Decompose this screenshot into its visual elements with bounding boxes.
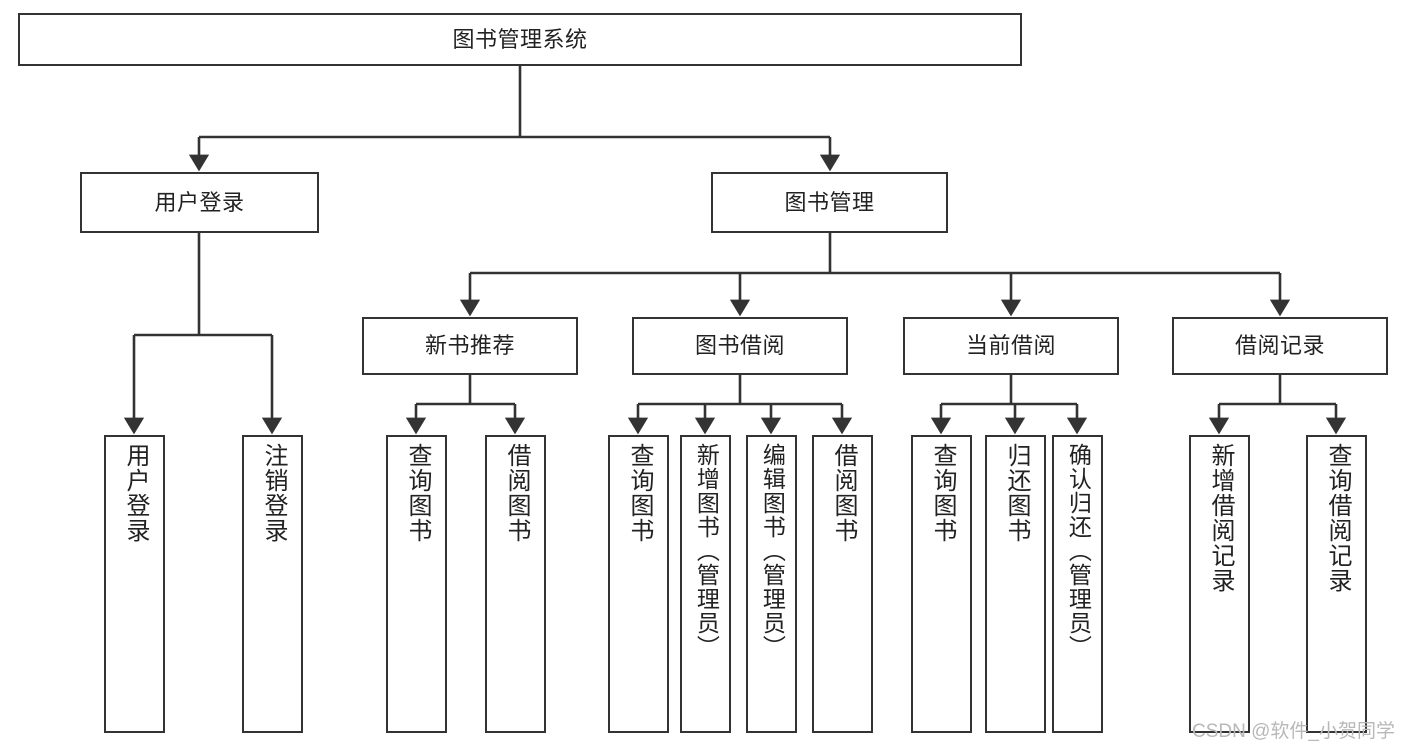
leaf-edit-book-admin-label: 编辑图书（管理员） (759, 443, 786, 659)
node-book-management[interactable]: 图书管理 (711, 172, 948, 233)
leaf-add-borrow-record-label: 新增借阅记录 (1206, 443, 1234, 593)
leaf-user-login[interactable]: 用户登录 (104, 435, 165, 733)
leaf-user-login-label: 用户登录 (121, 443, 149, 543)
leaf-borrow-book-new[interactable]: 借阅图书 (485, 435, 546, 733)
node-borrow-records[interactable]: 借阅记录 (1172, 317, 1388, 375)
node-user-login-label: 用户登录 (154, 189, 245, 215)
node-book-borrow-label: 图书借阅 (694, 333, 785, 359)
leaf-query-book-current[interactable]: 查询图书 (911, 435, 972, 733)
leaf-query-book-current-label: 查询图书 (928, 443, 956, 543)
leaf-add-borrow-record[interactable]: 新增借阅记录 (1189, 435, 1250, 733)
leaf-return-book-label: 归还图书 (1002, 443, 1030, 543)
leaf-logout[interactable]: 注销登录 (242, 435, 303, 733)
node-current-borrow[interactable]: 当前借阅 (903, 317, 1119, 375)
node-root[interactable]: 图书管理系统 (18, 13, 1022, 66)
leaf-borrow-book[interactable]: 借阅图书 (812, 435, 873, 733)
leaf-query-book-borrow-label: 查询图书 (625, 443, 653, 543)
node-new-book-recommend[interactable]: 新书推荐 (362, 317, 578, 375)
leaf-add-book-admin[interactable]: 新增图书（管理员） (680, 435, 731, 733)
node-borrow-records-label: 借阅记录 (1234, 333, 1325, 359)
leaf-borrow-book-label: 借阅图书 (829, 443, 857, 543)
leaf-query-book-borrow[interactable]: 查询图书 (608, 435, 669, 733)
node-book-borrow[interactable]: 图书借阅 (632, 317, 848, 375)
node-current-borrow-label: 当前借阅 (965, 333, 1056, 359)
leaf-borrow-book-new-label: 借阅图书 (502, 443, 530, 543)
leaf-query-book-new-label: 查询图书 (403, 443, 431, 543)
csdn-watermark: CSDN @软件_小贺同学 (1192, 721, 1395, 742)
leaf-confirm-return-admin-label: 确认归还（管理员） (1065, 443, 1092, 659)
leaf-edit-book-admin[interactable]: 编辑图书（管理员） (746, 435, 797, 733)
leaf-confirm-return-admin[interactable]: 确认归还（管理员） (1052, 435, 1103, 733)
leaf-query-borrow-record[interactable]: 查询借阅记录 (1306, 435, 1367, 733)
node-new-book-recommend-label: 新书推荐 (424, 333, 515, 359)
node-root-label: 图书管理系统 (452, 26, 588, 52)
leaf-logout-label: 注销登录 (259, 443, 287, 543)
node-book-management-label: 图书管理 (784, 189, 875, 215)
leaf-query-book-new[interactable]: 查询图书 (386, 435, 447, 733)
leaf-query-borrow-record-label: 查询借阅记录 (1323, 443, 1351, 593)
leaf-return-book[interactable]: 归还图书 (985, 435, 1046, 733)
node-user-login[interactable]: 用户登录 (80, 172, 319, 233)
leaf-add-book-admin-label: 新增图书（管理员） (693, 443, 720, 659)
